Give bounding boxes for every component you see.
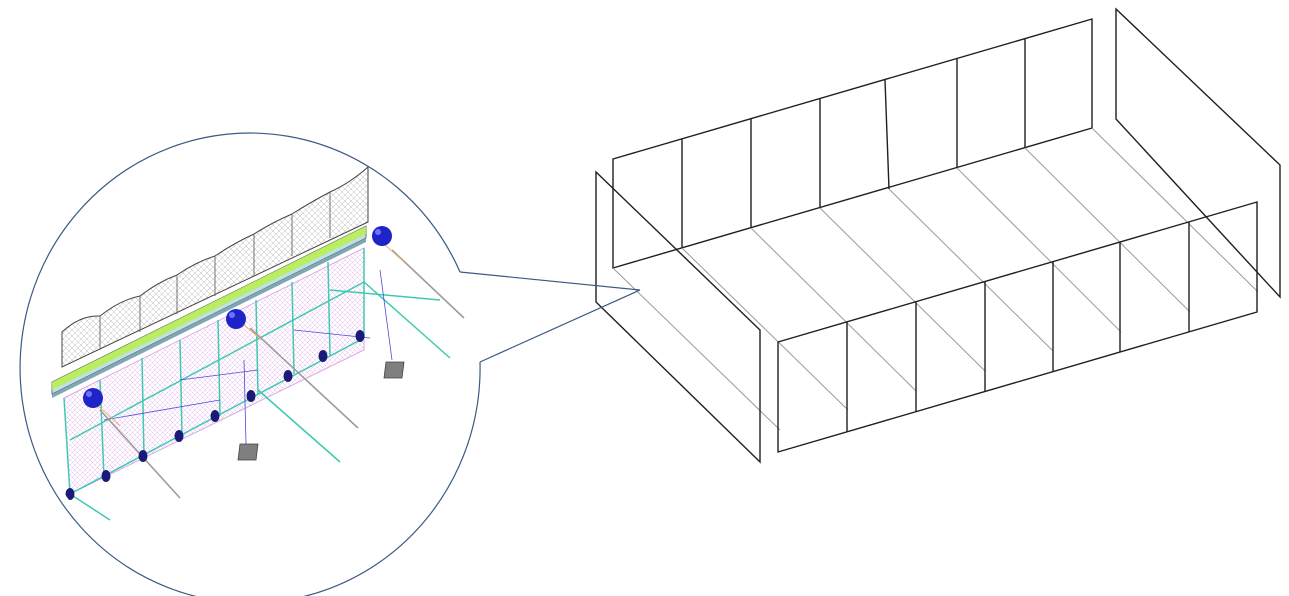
detail-zoom-view xyxy=(51,165,465,521)
back-wall-dividers xyxy=(681,39,1026,248)
sinker-weight-icon xyxy=(355,330,365,342)
floater-buoy-icon xyxy=(226,309,246,329)
pen-layout-wireframe xyxy=(595,7,1281,464)
anchor-block-icon xyxy=(237,443,259,461)
sinker-weight-icon xyxy=(210,410,220,422)
sinker-weight-icon xyxy=(318,350,328,362)
sinker-weight-icon xyxy=(174,430,184,442)
anchor-block-icon xyxy=(383,361,405,379)
sinker-weight-icon xyxy=(65,488,75,500)
floater-buoy-icon xyxy=(372,226,392,246)
upper-net-fence xyxy=(61,165,369,368)
front-wall-dividers xyxy=(846,222,1190,432)
sinker-weight-icon xyxy=(101,470,111,482)
floater-buoy-icon xyxy=(83,388,103,408)
support-frame xyxy=(63,248,451,521)
magnifier-callout-icon xyxy=(19,132,641,596)
walkway-beam xyxy=(51,225,367,398)
sinker-weight-icon xyxy=(138,450,148,462)
front-net-wall xyxy=(777,201,1258,453)
zoom-circle xyxy=(19,132,481,596)
right-side-panel xyxy=(1115,7,1281,299)
sinkers xyxy=(65,330,365,500)
sinker-weight-icon xyxy=(283,370,293,382)
left-side-panel xyxy=(595,170,761,464)
callout-upper-line xyxy=(459,271,641,291)
floaters xyxy=(83,226,392,408)
sinker-weight-icon xyxy=(246,390,256,402)
callout-lower-line xyxy=(479,289,641,363)
floor-grid xyxy=(612,127,1259,431)
anchor-blocks xyxy=(237,361,405,461)
